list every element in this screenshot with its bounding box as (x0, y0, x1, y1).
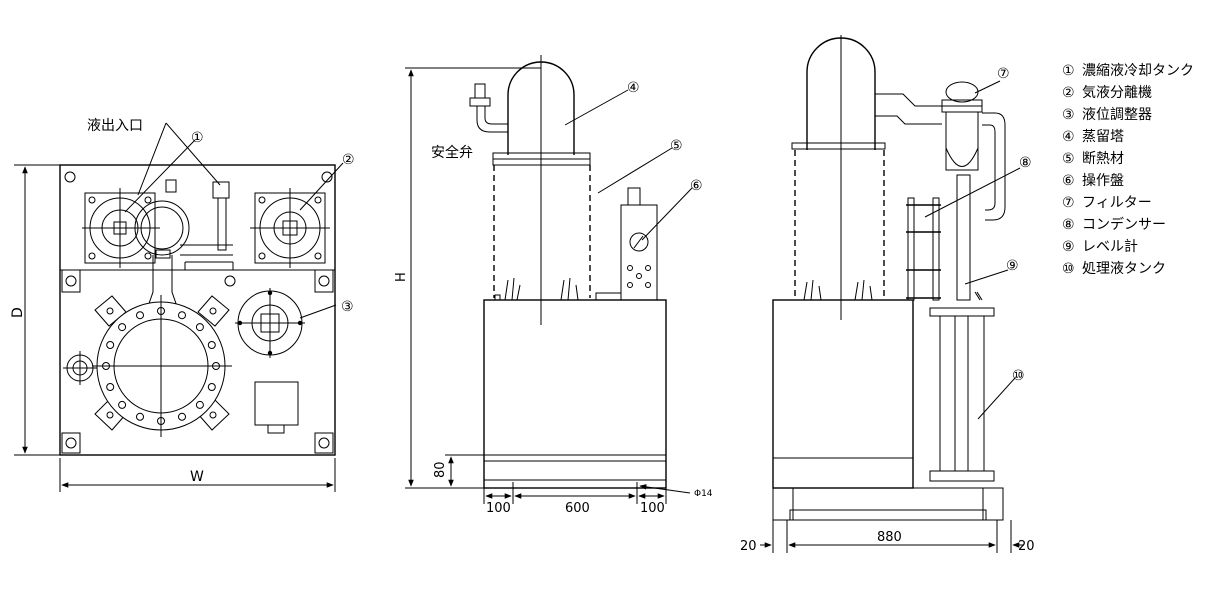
safety-valve-label: 安全弁 (431, 144, 473, 161)
bolt-hole (118, 323, 127, 332)
legend-label: 断熱材 (1082, 151, 1124, 167)
legend-item: ⑦ フィルター (1062, 192, 1194, 214)
callout-2: ② (342, 152, 355, 168)
bolt-hole (157, 417, 165, 425)
control-box-plan (254, 381, 299, 434)
flange-bolts (102, 307, 220, 425)
front-view (405, 55, 693, 504)
bolt-hole (118, 400, 127, 409)
legend-number: ① (1062, 63, 1075, 79)
legend-number: ⑦ (1062, 195, 1075, 211)
bolt-hole (207, 383, 216, 391)
base-frame (59, 164, 336, 456)
bolt-hole (136, 311, 144, 320)
legend-label: フィルター (1082, 195, 1152, 211)
callout-8: ⑧ (1019, 155, 1032, 171)
column-plan (92, 249, 232, 437)
legend-number: ④ (1062, 129, 1075, 145)
dim-w-label: W (190, 469, 204, 485)
legend-label: コンデンサー (1082, 217, 1166, 233)
legend-label: 操作盤 (1082, 173, 1124, 189)
dim-20-right: 20 (1018, 539, 1035, 554)
separator-plan (250, 188, 330, 268)
cooling-tank-plan (82, 188, 190, 268)
bolt-hole (212, 362, 220, 370)
control-panel (595, 187, 658, 301)
callout-10: ⑩ (1012, 368, 1025, 384)
dim-100-right: 100 (640, 501, 665, 516)
bolt-hole (195, 323, 204, 332)
legend-number: ⑤ (1062, 151, 1075, 167)
callout-7: ⑦ (997, 66, 1010, 82)
corner-pad (61, 269, 334, 454)
legend-item: ① 濃縮液冷却タンク (1062, 60, 1194, 82)
legend-item: ⑧ コンデンサー (1062, 214, 1194, 236)
legend-item: ⑤ 断熱材 (1062, 148, 1194, 170)
legend-label: 濃縮液冷却タンク (1082, 63, 1194, 79)
top-view (14, 122, 344, 492)
processing-tank-side (929, 307, 995, 482)
legend-label: 処理液タンク (1082, 261, 1166, 277)
callout-5: ⑤ (670, 138, 683, 154)
bolt-hole (102, 362, 110, 370)
condenser-ladder (906, 197, 941, 301)
dim-20-left: 20 (740, 539, 757, 554)
callout-6: ⑥ (690, 178, 703, 194)
legend-number: ⑧ (1062, 217, 1075, 233)
callout-9: ⑨ (1006, 258, 1019, 274)
legend-item: ③ 液位調整器 (1062, 104, 1194, 126)
side-port (63, 351, 97, 385)
dim-600: 600 (565, 501, 590, 516)
legend-number: ⑩ (1062, 261, 1075, 277)
callout-3: ③ (341, 299, 354, 315)
bolt-hole (106, 341, 115, 349)
legend-item: ② 気液分離機 (1062, 82, 1194, 104)
legend-item: ⑨ レベル計 (1062, 236, 1194, 258)
legend-number: ⑥ (1062, 173, 1075, 189)
legend-number: ⑨ (1062, 239, 1075, 255)
bolt-hole (106, 383, 115, 391)
inlet-outlet-label: 液出入口 (87, 118, 143, 134)
inlet-pipes (165, 179, 234, 270)
level-regulator-plan (224, 275, 305, 358)
side-base-box (772, 299, 914, 489)
legend-label: 気液分離機 (1082, 85, 1152, 101)
safety-valve (469, 83, 508, 133)
dim-880: 880 (877, 530, 902, 545)
component-legend: ① 濃縮液冷却タンク ② 気液分離機 ③ 液位調整器 ④ 蒸留塔 ⑤ 断熱材 ⑥ 操作盤 ⑦… (1062, 60, 1194, 280)
legend-number: ② (1062, 85, 1075, 101)
callout-4: ④ (627, 80, 640, 96)
legend-item: ⑩ 処理液タンク (1062, 258, 1194, 280)
legend-number: ③ (1062, 107, 1075, 123)
bolt-hole (157, 307, 165, 315)
dim-h-label: H (394, 272, 409, 282)
filter-side (941, 81, 983, 171)
hole-dia-label: Φ14 (694, 489, 713, 499)
bolt-hole (136, 412, 144, 421)
bolt-hole (207, 341, 216, 349)
dim-80-label: 80 (433, 461, 448, 478)
dim-d-label: D (10, 307, 26, 318)
legend-item: ④ 蒸留塔 (1062, 126, 1194, 148)
legend-label: 蒸留塔 (1082, 129, 1124, 145)
dim-100-left: 100 (486, 501, 511, 516)
legend-label: レベル計 (1082, 239, 1138, 255)
legend-item: ⑥ 操作盤 (1062, 170, 1194, 192)
bolt-hole (178, 412, 186, 421)
callout-1: ① (191, 130, 204, 146)
base-box (483, 299, 667, 489)
bolt-hole (195, 400, 204, 409)
legend-label: 液位調整器 (1082, 107, 1152, 123)
bolt-hole (178, 311, 186, 320)
column-legs (494, 277, 579, 301)
side-view (760, 35, 1024, 553)
